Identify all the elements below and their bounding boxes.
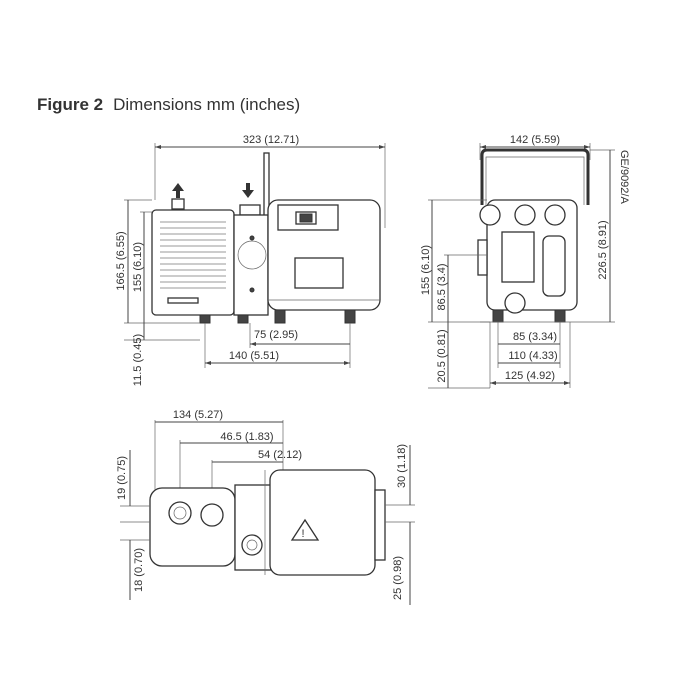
- figure-number: Figure 2: [37, 95, 104, 114]
- figure-title: Figure 2 Dimensions mm (inches): [37, 95, 300, 115]
- dim-height-body: 155 (6.10): [132, 242, 144, 292]
- warning-triangle-icon: [290, 518, 320, 541]
- plan-motor: [269, 469, 376, 576]
- dim-plan-length-b: 46.5 (1.83): [220, 431, 273, 443]
- dim-plan-offset-left-bottom: 18 (0.70): [133, 548, 145, 592]
- dim-end-foot-width: 110 (4.33): [508, 350, 557, 362]
- dim-overall-length: 323 (12.71): [243, 134, 299, 146]
- plan-pump-body: [149, 487, 236, 567]
- drawing-ref: GE/9092/A: [618, 150, 630, 204]
- svg-text:!: !: [301, 528, 304, 540]
- end-view: 142 (5.59) GE/9092/A 155 (6.10) 86.5 (3.…: [420, 134, 630, 389]
- dim-end-height-body: 155 (6.10): [420, 245, 432, 295]
- dim-end-foot-spacing: 85 (3.34): [513, 331, 557, 343]
- figure-caption: Dimensions mm (inches): [113, 95, 301, 114]
- dim-end-base-width: 125 (4.92): [505, 370, 555, 382]
- side-view: 323 (12.71): [115, 134, 386, 386]
- plan-view: 134 (5.27) 46.5 (1.83) 54 (2.12) ! 19 (0…: [116, 409, 415, 605]
- dim-foot-spacing: 75 (2.95): [254, 329, 298, 341]
- outlet-arrow-icon: [242, 183, 254, 198]
- dim-plan-offset-left-top: 19 (0.75): [116, 456, 128, 500]
- dim-plan-offset-right-bottom: 25 (0.98): [392, 556, 404, 600]
- dim-end-feet-clearance: 20.5 (0.81): [436, 329, 448, 382]
- dim-end-height-centre: 86.5 (3.4): [436, 263, 448, 310]
- dim-end-height-overall: 226.5 (8.91): [597, 220, 609, 279]
- dim-foot-offset: 140 (5.51): [229, 350, 279, 362]
- dim-feet-clearance: 11.5 (0.45): [132, 334, 144, 386]
- dim-end-width-handle: 142 (5.59): [510, 134, 560, 146]
- dim-plan-length-c: 54 (2.12): [258, 449, 302, 461]
- dim-height-overall: 166.5 (6.55): [115, 231, 127, 290]
- dim-plan-offset-right-top: 30 (1.18): [396, 444, 408, 488]
- dim-plan-length-a: 134 (5.27): [173, 409, 223, 421]
- inlet-arrow-icon: [172, 183, 184, 198]
